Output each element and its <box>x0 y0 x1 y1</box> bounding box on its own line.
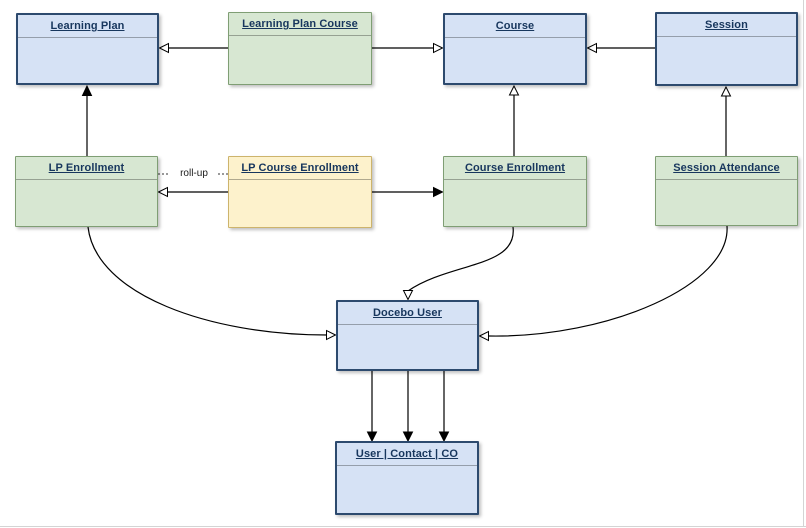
entity-title: Session <box>657 14 796 37</box>
connector-sessionattendance-to-session <box>720 85 732 156</box>
entity-title: LP Enrollment <box>16 157 157 180</box>
entity-course[interactable]: Course <box>443 13 587 85</box>
entity-title: User | Contact | CO <box>337 443 477 466</box>
connector-docebouser-to-usercontact-2 <box>402 371 414 443</box>
entity-lp-course-enrollment[interactable]: LP Course Enrollment <box>228 156 372 228</box>
entity-session[interactable]: Session <box>655 12 798 86</box>
connector-lpcourseenrollment-to-lpenrollment <box>157 186 228 198</box>
connector-courseenrollment-to-docebouser <box>402 226 514 301</box>
connector-lpcourseenrollment-to-courseenrollment <box>372 186 444 198</box>
edge-label-rollup: roll-up <box>170 167 218 180</box>
entity-body <box>229 180 371 227</box>
connector-sessionattendance-to-docebouser <box>478 225 728 342</box>
entity-title: Learning Plan <box>18 15 157 38</box>
entity-learning-plan-course[interactable]: Learning Plan Course <box>228 12 372 85</box>
entity-title: Session Attendance <box>656 157 797 180</box>
entity-title: Course <box>445 15 585 38</box>
entity-learning-plan[interactable]: Learning Plan <box>16 13 159 85</box>
connector-courseenrollment-to-course <box>508 84 520 156</box>
entity-body <box>229 36 371 84</box>
entity-session-attendance[interactable]: Session Attendance <box>655 156 798 226</box>
entity-title: Learning Plan Course <box>229 13 371 36</box>
entity-course-enrollment[interactable]: Course Enrollment <box>443 156 587 227</box>
entity-body <box>338 325 477 369</box>
connector-lpcourse-to-learningplan <box>158 42 228 54</box>
entity-title: Course Enrollment <box>444 157 586 180</box>
entity-body <box>657 37 796 84</box>
entity-body <box>337 466 477 513</box>
connector-docebouser-to-usercontact-1 <box>366 371 378 443</box>
connector-session-to-course <box>586 42 655 54</box>
entity-lp-enrollment[interactable]: LP Enrollment <box>15 156 158 227</box>
entity-user-contact-co[interactable]: User | Contact | CO <box>335 441 479 515</box>
entity-body <box>656 180 797 225</box>
entity-body <box>445 38 585 83</box>
connector-lpenrollment-to-learningplan <box>81 84 93 156</box>
entity-body <box>16 180 157 226</box>
entity-title: LP Course Enrollment <box>229 157 371 180</box>
entity-title: Docebo User <box>338 302 477 325</box>
connector-lpcourse-to-course <box>372 42 444 54</box>
entity-body <box>18 38 157 83</box>
entity-body <box>444 180 586 226</box>
connector-lpenrollment-to-docebouser <box>87 226 337 341</box>
entity-docebo-user[interactable]: Docebo User <box>336 300 479 371</box>
connector-docebouser-to-usercontact-3 <box>438 371 450 443</box>
